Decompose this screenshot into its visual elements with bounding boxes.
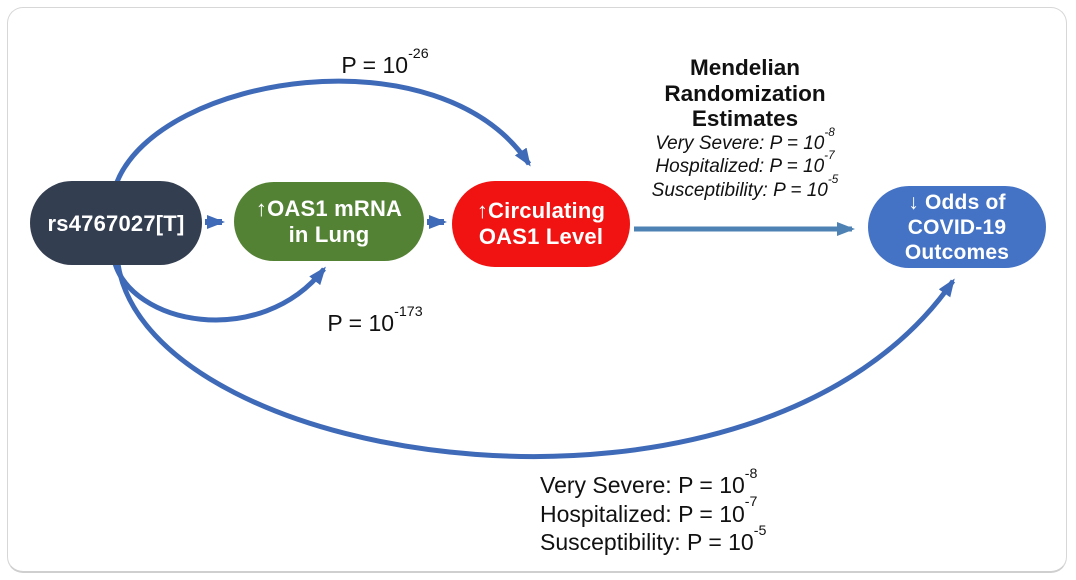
node-outcome-label-line3: Outcomes — [904, 240, 1010, 264]
node-outcome-label-line2: COVID-19 — [907, 215, 1007, 239]
node-circulating-oas1: ↑Circulating OAS1 Level — [452, 181, 630, 267]
estimate-text: Very Severe: P = 10 — [655, 132, 825, 154]
bottom-estimate-hospitalized: Hospitalized: P = 10-7 — [540, 495, 766, 529]
mr-title-line1: Mendelian — [689, 55, 801, 80]
estimate-exponent: -8 — [744, 465, 758, 482]
mr-estimate-susceptibility: Susceptibility: P = 10-5 — [626, 173, 864, 203]
estimate-text: Hospitalized: P = 10 — [540, 500, 745, 527]
arrow-snp-to-outcome-curve — [115, 263, 956, 459]
node-covid19-outcomes: ↓ Odds of COVID-19 Outcomes — [868, 186, 1046, 268]
estimate-text: Hospitalized: P = 10 — [655, 156, 825, 177]
node-outcome-label-line1: ↓ Odds of — [908, 190, 1006, 214]
pvalue-base: P = 10 — [327, 310, 395, 336]
mr-title-line2: Randomization — [664, 80, 826, 106]
mr-estimate-very-severe: Very Severe: P = 10-8 — [626, 126, 864, 156]
estimate-exponent: -7 — [744, 494, 758, 511]
bottom-estimate-very-severe: Very Severe: P = 10-8 — [540, 467, 766, 500]
estimate-exponent: -5 — [827, 172, 839, 186]
mendelian-randomization-estimates-block: Mendelian Randomization Estimates Very S… — [626, 55, 864, 202]
node-protein-label-line2: OAS1 Level — [478, 224, 604, 249]
node-mrna-label-line2: in Lung — [288, 221, 370, 247]
figure-card-border — [7, 7, 1067, 573]
arrow-snp-to-mrna-curve — [111, 259, 326, 323]
node-snp-rs4767027: rs4767027[T] — [30, 181, 202, 265]
pvalue-base: P = 10 — [341, 52, 409, 78]
pvalue-exponent: -26 — [408, 45, 429, 62]
estimate-exponent: -7 — [824, 149, 835, 163]
node-protein-label-line1: ↑Circulating — [476, 198, 606, 223]
node-oas1-mrna-lung: ↑OAS1 mRNA in Lung — [234, 182, 424, 261]
node-snp-label: rs4767027[T] — [47, 210, 185, 236]
node-mrna-label-line1: ↑OAS1 mRNA — [255, 195, 403, 221]
estimate-text: Susceptibility: P = 10 — [540, 529, 754, 555]
bottom-outcome-estimates-block: Very Severe: P = 10-8 Hospitalized: P = … — [540, 467, 766, 557]
mr-estimate-hospitalized: Hospitalized: P = 10-7 — [626, 150, 864, 179]
estimate-exponent: -8 — [824, 125, 835, 139]
estimate-exponent: -5 — [753, 522, 767, 539]
estimate-text: Susceptibility: P = 10 — [651, 179, 828, 201]
pvalue-exponent: -173 — [394, 303, 423, 320]
bottom-estimate-susceptibility: Susceptibility: P = 10-5 — [540, 524, 766, 557]
pvalue-label-snp-to-protein: P = 10-26 — [300, 47, 470, 79]
mr-title-line3: Estimates — [691, 106, 799, 131]
estimate-text: Very Severe: P = 10 — [540, 472, 745, 498]
arrow-snp-to-protein-curve — [114, 78, 532, 183]
pvalue-label-snp-to-mrna: P = 10-173 — [290, 305, 460, 337]
